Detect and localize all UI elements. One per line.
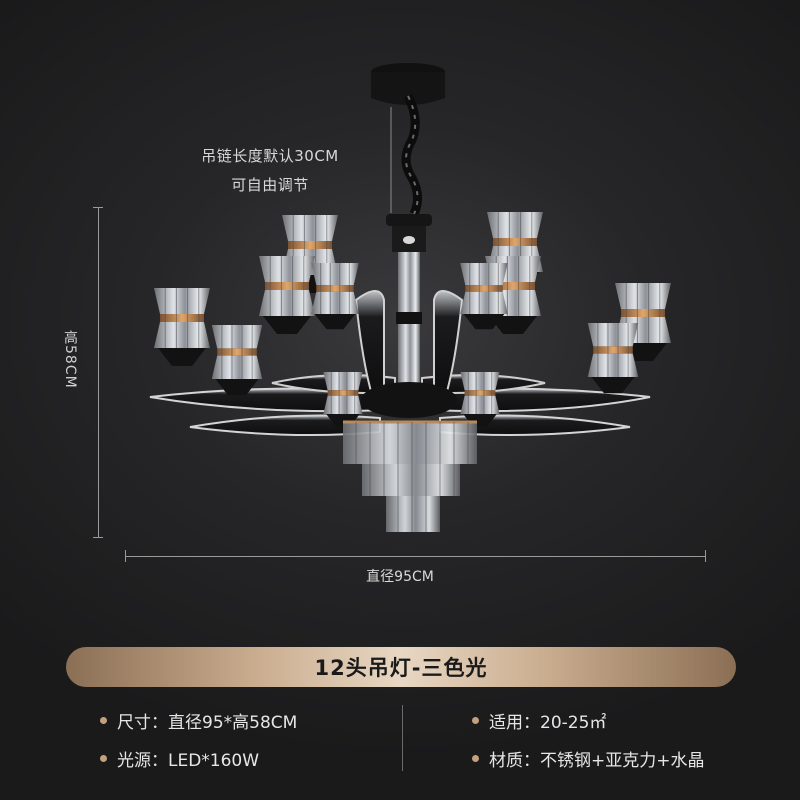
crystal-cup [460, 372, 500, 427]
crystal-cup [460, 263, 508, 330]
chain-adjust-text: 可自由调节 [231, 176, 309, 194]
product-title-banner: 12头吊灯-三色光 [66, 647, 736, 687]
crystal-cup [311, 263, 359, 330]
spec-material-text: 材质：不锈钢+亚克力+水晶 [489, 751, 705, 771]
spec-light-text: 光源：LED*160W [117, 751, 260, 771]
bullet-dot [100, 755, 107, 762]
spec-area: 适用：20-25㎡ [472, 708, 606, 733]
width-label: 直径95CM [366, 569, 434, 585]
width-tick-right [705, 550, 706, 562]
crystal-cup [259, 256, 315, 334]
crystal-cup [211, 325, 263, 396]
product-title: 12头吊灯-三色光 [314, 656, 488, 680]
height-tick-bottom [93, 537, 103, 538]
crystal-cup [323, 372, 363, 427]
spec-size: 尺寸：直径95*高58CM [100, 708, 297, 733]
width-tick-left [125, 550, 126, 562]
spec-size-text: 尺寸：直径95*高58CM [117, 713, 298, 733]
height-dimension-line [98, 207, 99, 537]
spec-area-text: 适用：20-25㎡ [489, 713, 607, 733]
bullet-dot [472, 717, 479, 724]
height-tick-top [93, 207, 103, 208]
bullet-dot [472, 755, 479, 762]
spec-light: 光源：LED*160W [100, 746, 259, 771]
spec-divider [402, 705, 403, 771]
crystal-cup [587, 323, 639, 394]
spec-material: 材质：不锈钢+亚克力+水晶 [472, 746, 705, 771]
crystal-cup [154, 288, 210, 366]
width-dimension-line [125, 556, 705, 557]
bullet-dot [100, 717, 107, 724]
chain-length-text: 吊链长度默认30CM [201, 147, 339, 165]
height-label: 高58CM [62, 330, 78, 389]
